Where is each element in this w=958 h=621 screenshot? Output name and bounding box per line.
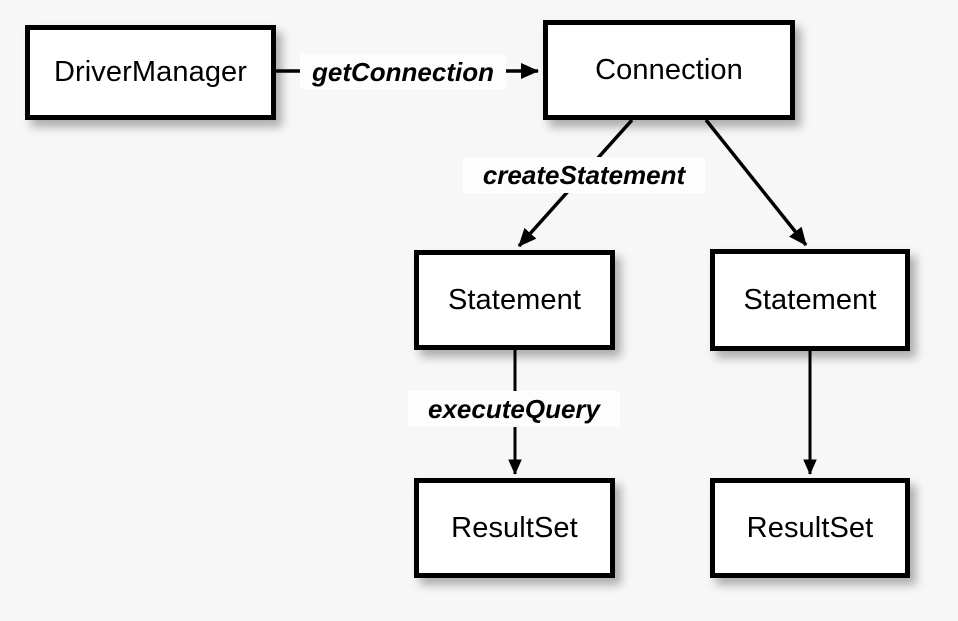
edge-label-get-connection: getConnection [300,54,506,89]
node-connection[interactable]: Connection [543,20,795,120]
node-statement-left-label: Statement [447,283,582,316]
edge-label-execute-query-text: executeQuery [428,394,600,424]
node-resultset-right[interactable]: ResultSet [710,478,910,578]
edge-label-create-statement: createStatement [463,157,705,193]
node-statement-right-label: Statement [743,283,877,316]
edge-label-create-statement-text: createStatement [482,160,686,190]
node-statement-right[interactable]: Statement [710,249,910,351]
node-driver-manager[interactable]: DriverManager [25,25,276,120]
edge-create-statement-right [704,118,808,247]
edge-label-get-connection-text: getConnection [312,56,494,87]
node-connection-label: Connection [595,53,743,86]
node-driver-manager-label: DriverManager [53,56,248,88]
node-resultset-left-label: ResultSet [451,511,578,544]
edge-line-create-statement-right [704,118,808,247]
edge-label-execute-query: executeQuery [408,391,620,427]
node-resultset-left[interactable]: ResultSet [414,478,615,578]
node-statement-left[interactable]: Statement [414,250,615,350]
node-resultset-right-label: ResultSet [746,511,874,544]
